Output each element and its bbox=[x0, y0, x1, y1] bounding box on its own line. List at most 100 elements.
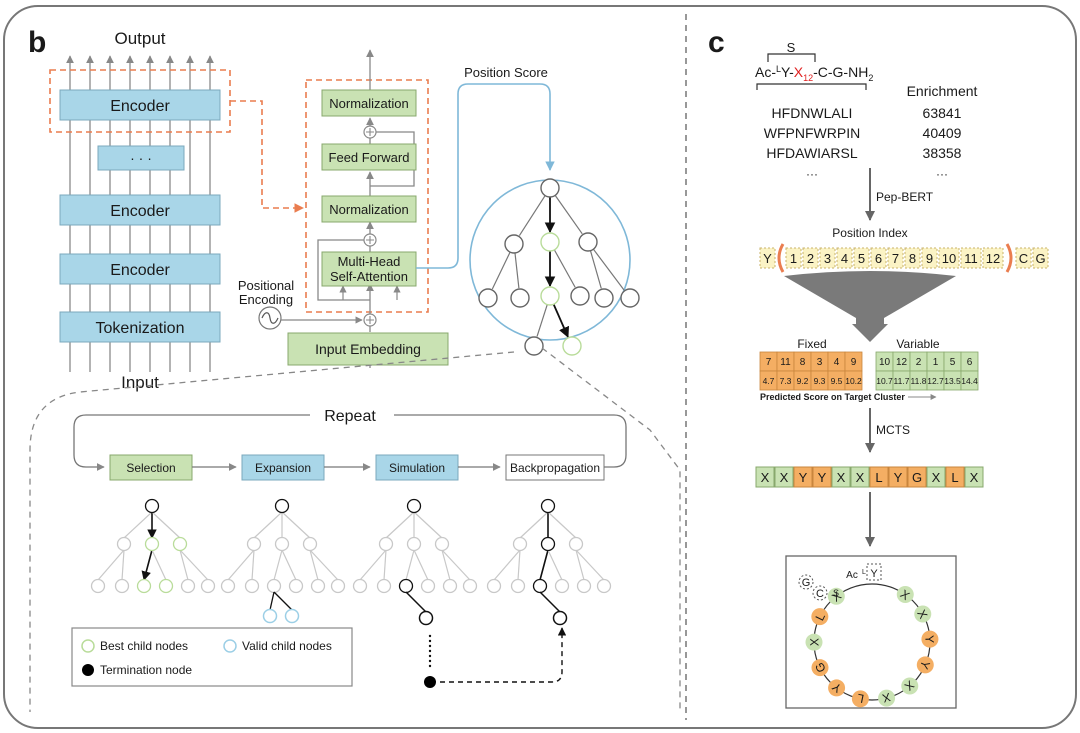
step-tree-edge bbox=[141, 549, 153, 581]
step-expansion-label: Expansion bbox=[255, 461, 311, 475]
ring-residue-label: L bbox=[856, 691, 866, 706]
variable-label: Variable bbox=[896, 337, 939, 351]
encoder-middle-label: Encoder bbox=[110, 203, 170, 220]
result-cell-label: X bbox=[932, 470, 941, 485]
step-tree-edge bbox=[251, 549, 255, 581]
step-tree-node bbox=[376, 578, 392, 594]
step-tree-node bbox=[540, 498, 556, 514]
step-tree-edge bbox=[575, 549, 585, 581]
step-tree-node bbox=[220, 578, 236, 594]
tree-node bbox=[570, 286, 590, 306]
step-tree-edge bbox=[413, 511, 443, 539]
tree-node bbox=[578, 232, 598, 252]
tokenization-label: Tokenization bbox=[96, 320, 185, 337]
position-cell bbox=[759, 247, 776, 269]
step-tree-node bbox=[398, 578, 414, 594]
step-tree-edge bbox=[383, 549, 387, 581]
step-tree-node bbox=[158, 578, 174, 594]
seq-2: WFPNFWRPIN bbox=[764, 125, 860, 141]
tokenization-box bbox=[59, 311, 221, 343]
legend-best-label: Best child nodes bbox=[100, 639, 188, 653]
position-cell-label: 10 bbox=[942, 251, 956, 266]
simulation-dot bbox=[428, 664, 432, 668]
step-selection bbox=[109, 454, 193, 481]
position-cell-label: 6 bbox=[875, 251, 882, 266]
simulation-dot bbox=[428, 634, 432, 638]
ring-c-node bbox=[812, 585, 828, 601]
result-cell bbox=[888, 466, 908, 488]
add-node-top-plus bbox=[366, 128, 374, 136]
step-tree-edge bbox=[309, 549, 319, 581]
step-tree-edge bbox=[121, 549, 125, 581]
step-tree-edge bbox=[405, 549, 415, 581]
step-backpropagation bbox=[505, 454, 605, 481]
fixed-value: 10.2 bbox=[845, 376, 862, 386]
step-tree-node bbox=[512, 536, 528, 552]
result-cell bbox=[964, 466, 984, 488]
formula-ac-text: Ac- bbox=[755, 64, 776, 80]
result-cell-label: L bbox=[875, 470, 882, 485]
encoder-top-label: Encoder bbox=[110, 98, 170, 115]
step-backpropagation-label: Backpropagation bbox=[510, 461, 600, 475]
multi-head-attention bbox=[321, 251, 417, 287]
simulation-edge bbox=[539, 591, 561, 613]
tree-node bbox=[540, 232, 560, 252]
position-cell-label: 11 bbox=[964, 251, 978, 266]
position-cell bbox=[853, 247, 870, 269]
step-tree-edge bbox=[359, 549, 387, 581]
position-cell bbox=[960, 247, 982, 269]
result-cell-label: X bbox=[856, 470, 865, 485]
mcts-label: MCTS bbox=[876, 423, 910, 437]
funnel-shape bbox=[784, 271, 956, 328]
variable-value: 2 bbox=[916, 357, 922, 368]
panel-c-letter: c bbox=[708, 26, 725, 59]
step-tree-edge bbox=[179, 549, 209, 581]
position-cell-label: 12 bbox=[986, 251, 1000, 266]
ring-residue bbox=[901, 677, 919, 695]
ring-y-label: Y bbox=[870, 568, 878, 580]
position-cell bbox=[836, 247, 853, 269]
ring-residue bbox=[828, 679, 846, 697]
result-cell bbox=[774, 466, 794, 488]
position-cell bbox=[1032, 247, 1049, 269]
fixed-value: 9.5 bbox=[831, 376, 843, 386]
step-tree-node bbox=[462, 578, 478, 594]
tree-edge bbox=[554, 195, 583, 235]
tree-node bbox=[504, 234, 524, 254]
step-tree-node bbox=[406, 498, 422, 514]
backprop-dashed-arrow bbox=[440, 627, 567, 683]
result-cell-label: X bbox=[837, 470, 846, 485]
position-cell bbox=[982, 247, 1004, 269]
encoder-middle bbox=[59, 194, 221, 226]
valid-child-node bbox=[262, 608, 278, 624]
variable-value: 11.8 bbox=[911, 376, 927, 386]
tree-edge bbox=[514, 252, 520, 289]
repeat-loop-left bbox=[73, 414, 310, 471]
ring-residue-label: Y bbox=[922, 635, 936, 644]
tree-edge bbox=[592, 248, 625, 291]
step-tree-node bbox=[172, 536, 188, 552]
ring-g-label: G bbox=[802, 577, 811, 589]
step-tree-edge bbox=[547, 549, 563, 581]
simulation-dot bbox=[428, 659, 432, 663]
position-cell-label: Y bbox=[763, 251, 772, 266]
result-cell bbox=[926, 466, 946, 488]
variable-value: 12.7 bbox=[927, 376, 944, 386]
tree-edge bbox=[552, 303, 570, 338]
step-tree-node bbox=[554, 578, 570, 594]
tree-node bbox=[562, 336, 582, 356]
tree-node bbox=[540, 178, 560, 198]
disulfide-bridge bbox=[767, 53, 816, 62]
seq-3: HFDAWIARSL bbox=[766, 145, 857, 161]
variable-value: 11.7 bbox=[894, 376, 910, 386]
fixed-value: 11 bbox=[780, 357, 791, 368]
step-tree-node bbox=[406, 536, 422, 552]
variable-value: 10.7 bbox=[876, 376, 893, 386]
positional-encoding-label-1: Positional bbox=[238, 278, 294, 293]
variable-value: 1 bbox=[933, 357, 939, 368]
ring-residue-label: X bbox=[807, 638, 821, 646]
encoder-bottom bbox=[59, 253, 221, 285]
step-tree-node bbox=[420, 578, 436, 594]
position-cell-label: 8 bbox=[909, 251, 916, 266]
